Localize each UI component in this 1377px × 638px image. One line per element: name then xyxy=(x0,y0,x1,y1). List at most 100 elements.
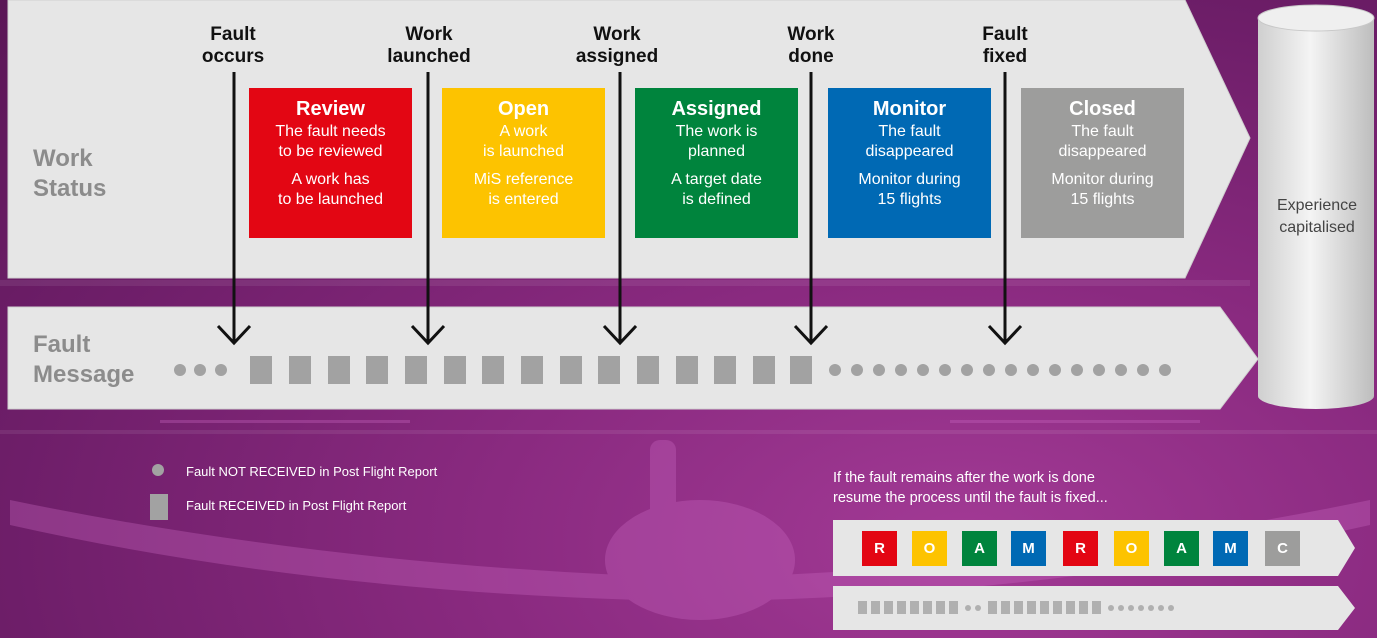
resume-note-line1: If the fault remains after the work is d… xyxy=(833,470,1095,486)
mini-received-marker xyxy=(858,601,867,614)
fault-not-received-marker xyxy=(895,364,907,376)
mini-status-monitor: M xyxy=(1011,531,1046,566)
status-text: 15 flights xyxy=(877,191,942,208)
status-title: Assigned xyxy=(671,98,762,120)
fault-not-received-marker xyxy=(1115,364,1127,376)
mini-received-marker xyxy=(910,601,919,614)
mini-received-marker xyxy=(1053,601,1062,614)
fault-not-received-marker xyxy=(1049,364,1061,376)
fault-not-received-marker xyxy=(1093,364,1105,376)
event-fault-occurs: Fault occurs xyxy=(163,24,303,68)
fault-received-marker xyxy=(753,356,775,384)
work-status-label: Work Status xyxy=(33,144,106,204)
fault-received-marker xyxy=(598,356,620,384)
fault-not-received-marker xyxy=(917,364,929,376)
status-text: to be launched xyxy=(278,191,383,208)
mini-not-received-marker xyxy=(975,605,981,611)
mini-status-closed: C xyxy=(1265,531,1300,566)
mini-not-received-marker xyxy=(1128,605,1134,611)
event-work-assigned: Work assigned xyxy=(547,24,687,68)
status-text: planned xyxy=(688,143,745,160)
fault-not-received-marker xyxy=(983,364,995,376)
status-title: Closed xyxy=(1069,98,1136,120)
arrowhead-icon xyxy=(216,324,252,346)
fault-not-received-marker xyxy=(215,364,227,376)
mini-status-open: O xyxy=(1114,531,1149,566)
fault-received-marker xyxy=(637,356,659,384)
mini-status-review: R xyxy=(862,531,897,566)
fault-message-label-line1: Fault xyxy=(33,331,91,358)
fault-received-marker xyxy=(405,356,427,384)
cylinder-label-line1: Experience xyxy=(1276,197,1358,214)
mini-status-assigned: A xyxy=(1164,531,1199,566)
event-label-line1: Fault xyxy=(982,24,1028,45)
fault-message-band xyxy=(7,306,1259,410)
status-title: Monitor xyxy=(872,98,947,120)
mini-received-marker xyxy=(1027,601,1036,614)
cylinder-label-line2: capitalised xyxy=(1279,219,1355,236)
event-label-line2: fixed xyxy=(982,46,1028,67)
fault-received-marker xyxy=(328,356,350,384)
legend-square-icon xyxy=(150,494,168,520)
status-box-review: Review The fault needs to be reviewed A … xyxy=(249,88,412,238)
mini-received-marker xyxy=(936,601,945,614)
mini-received-marker xyxy=(1066,601,1075,614)
fault-received-marker xyxy=(482,356,504,384)
status-box-assigned: Assigned The work is planned A target da… xyxy=(635,88,798,238)
event-label-line2: occurs xyxy=(201,46,265,67)
resume-note: If the fault remains after the work is d… xyxy=(833,468,1233,508)
fault-message-label-line2: Message xyxy=(33,361,135,388)
mini-received-marker xyxy=(988,601,997,614)
status-text: is launched xyxy=(483,143,564,160)
status-text: A work has xyxy=(291,171,370,188)
event-label-line1: Work xyxy=(787,24,835,45)
status-text: The fault xyxy=(1071,123,1134,140)
mini-received-marker xyxy=(1092,601,1101,614)
fault-received-marker xyxy=(714,356,736,384)
fault-not-received-marker xyxy=(961,364,973,376)
legend-not-received-text: Fault NOT RECEIVED in Post Flight Report xyxy=(186,464,438,479)
status-text: A target date xyxy=(671,171,762,188)
mini-received-marker xyxy=(1040,601,1049,614)
mini-received-marker xyxy=(923,601,932,614)
status-title: Open xyxy=(497,98,550,120)
fault-received-marker xyxy=(444,356,466,384)
mini-not-received-marker xyxy=(1158,605,1164,611)
fault-not-received-marker xyxy=(1027,364,1039,376)
event-label-line1: Work xyxy=(593,24,641,45)
status-box-open: Open A work is launched MiS reference is… xyxy=(442,88,605,238)
mini-received-marker xyxy=(884,601,893,614)
mini-not-received-marker xyxy=(965,605,971,611)
mini-not-received-marker xyxy=(1168,605,1174,611)
fault-received-marker xyxy=(250,356,272,384)
resume-note-line2: resume the process until the fault is fi… xyxy=(833,490,1108,506)
status-text: The fault needs xyxy=(275,123,386,140)
fault-received-marker xyxy=(790,356,812,384)
mini-status-review: R xyxy=(1063,531,1098,566)
status-text: disappeared xyxy=(1058,143,1147,160)
legend-circle-icon xyxy=(152,464,164,476)
arrowhead-icon xyxy=(602,324,638,346)
fault-not-received-marker xyxy=(174,364,186,376)
fault-not-received-marker xyxy=(1137,364,1149,376)
mini-received-marker xyxy=(897,601,906,614)
fault-not-received-marker xyxy=(939,364,951,376)
event-work-launched: Work launched xyxy=(359,24,499,68)
status-box-closed: Closed The fault disappeared Monitor dur… xyxy=(1021,88,1184,238)
fault-message-label: Fault Message xyxy=(33,330,134,390)
fault-not-received-marker xyxy=(1159,364,1171,376)
mini-status-open: O xyxy=(912,531,947,566)
event-fault-fixed: Fault fixed xyxy=(935,24,1075,68)
status-text: Monitor during xyxy=(1051,171,1154,188)
work-status-label-line2: Status xyxy=(33,175,107,202)
event-label-line1: Work xyxy=(405,24,453,45)
mini-not-received-marker xyxy=(1108,605,1114,611)
status-text: to be reviewed xyxy=(278,143,383,160)
event-work-done: Work done xyxy=(741,24,881,68)
event-label-line1: Fault xyxy=(210,24,256,45)
arrowhead-icon xyxy=(987,324,1023,346)
legend-received-text: Fault RECEIVED in Post Flight Report xyxy=(186,498,407,513)
event-label-line2: assigned xyxy=(575,46,659,67)
mini-not-received-marker xyxy=(1148,605,1154,611)
mini-received-marker xyxy=(1014,601,1023,614)
